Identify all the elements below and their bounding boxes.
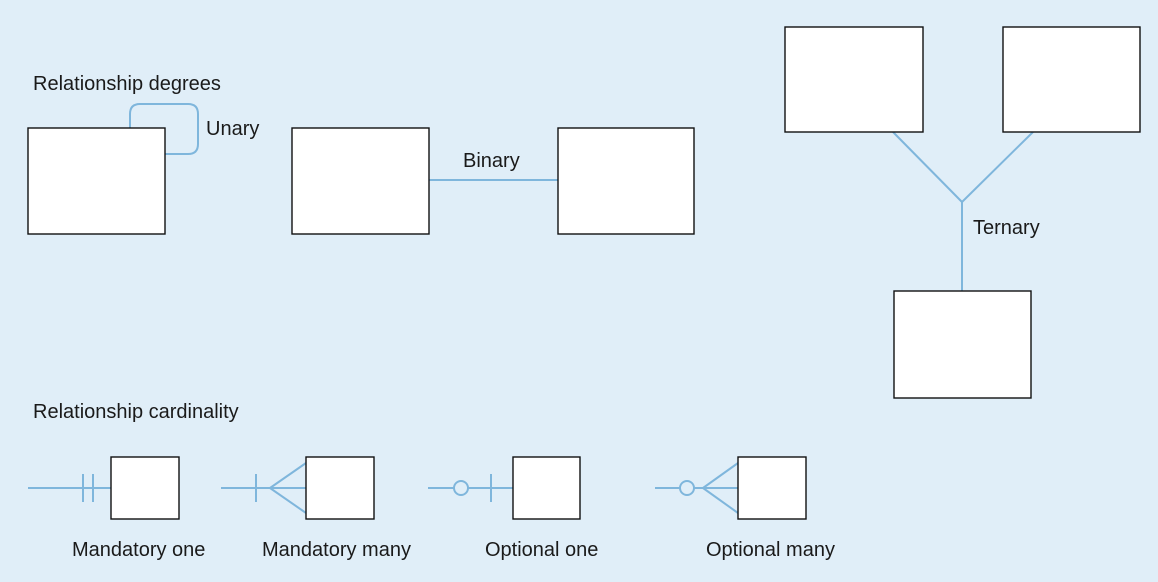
optional-many-entity xyxy=(737,456,807,520)
ternary-connector-left xyxy=(892,131,963,203)
mandatory-one-notation: Mandatory one xyxy=(28,456,205,561)
binary-entity-left xyxy=(291,127,430,235)
optional-many-crowfoot-upper xyxy=(702,462,739,489)
optional-one-label: Optional one xyxy=(485,539,598,561)
optional-one-notation: Optional one xyxy=(428,456,598,561)
binary-entity-right xyxy=(557,127,695,235)
ternary-connector-right xyxy=(961,131,1034,203)
optional-many-circle xyxy=(679,480,695,496)
mandatory-many-notation: Mandatory many xyxy=(221,456,411,561)
binary-label: Binary xyxy=(463,150,520,172)
optional-many-crowfoot-lower xyxy=(702,487,739,514)
mandatory-many-crowfoot-lower xyxy=(269,487,307,514)
optional-one-circle xyxy=(453,480,469,496)
unary-loop-connector xyxy=(129,103,199,155)
optional-many-label: Optional many xyxy=(706,539,835,561)
ternary-relationship: Ternary xyxy=(784,26,1141,399)
degrees-heading: Relationship degrees xyxy=(33,73,221,95)
ternary-entity-top-right xyxy=(1002,26,1141,133)
mandatory-many-crowfoot-upper xyxy=(269,462,307,489)
mandatory-one-entity xyxy=(110,456,180,520)
cardinality-heading: Relationship cardinality xyxy=(33,401,239,423)
mandatory-many-label: Mandatory many xyxy=(262,539,411,561)
unary-relationship: Unary xyxy=(27,103,259,235)
optional-one-entity xyxy=(512,456,581,520)
ternary-label: Ternary xyxy=(973,217,1040,239)
binary-relationship: Binary xyxy=(291,127,695,235)
ternary-entity-top-left xyxy=(784,26,924,133)
optional-many-notation: Optional many xyxy=(655,456,835,561)
mandatory-one-label: Mandatory one xyxy=(72,539,205,561)
unary-label: Unary xyxy=(206,118,259,140)
mandatory-many-entity xyxy=(305,456,375,520)
unary-entity xyxy=(27,127,166,235)
ternary-entity-bottom xyxy=(893,290,1032,399)
